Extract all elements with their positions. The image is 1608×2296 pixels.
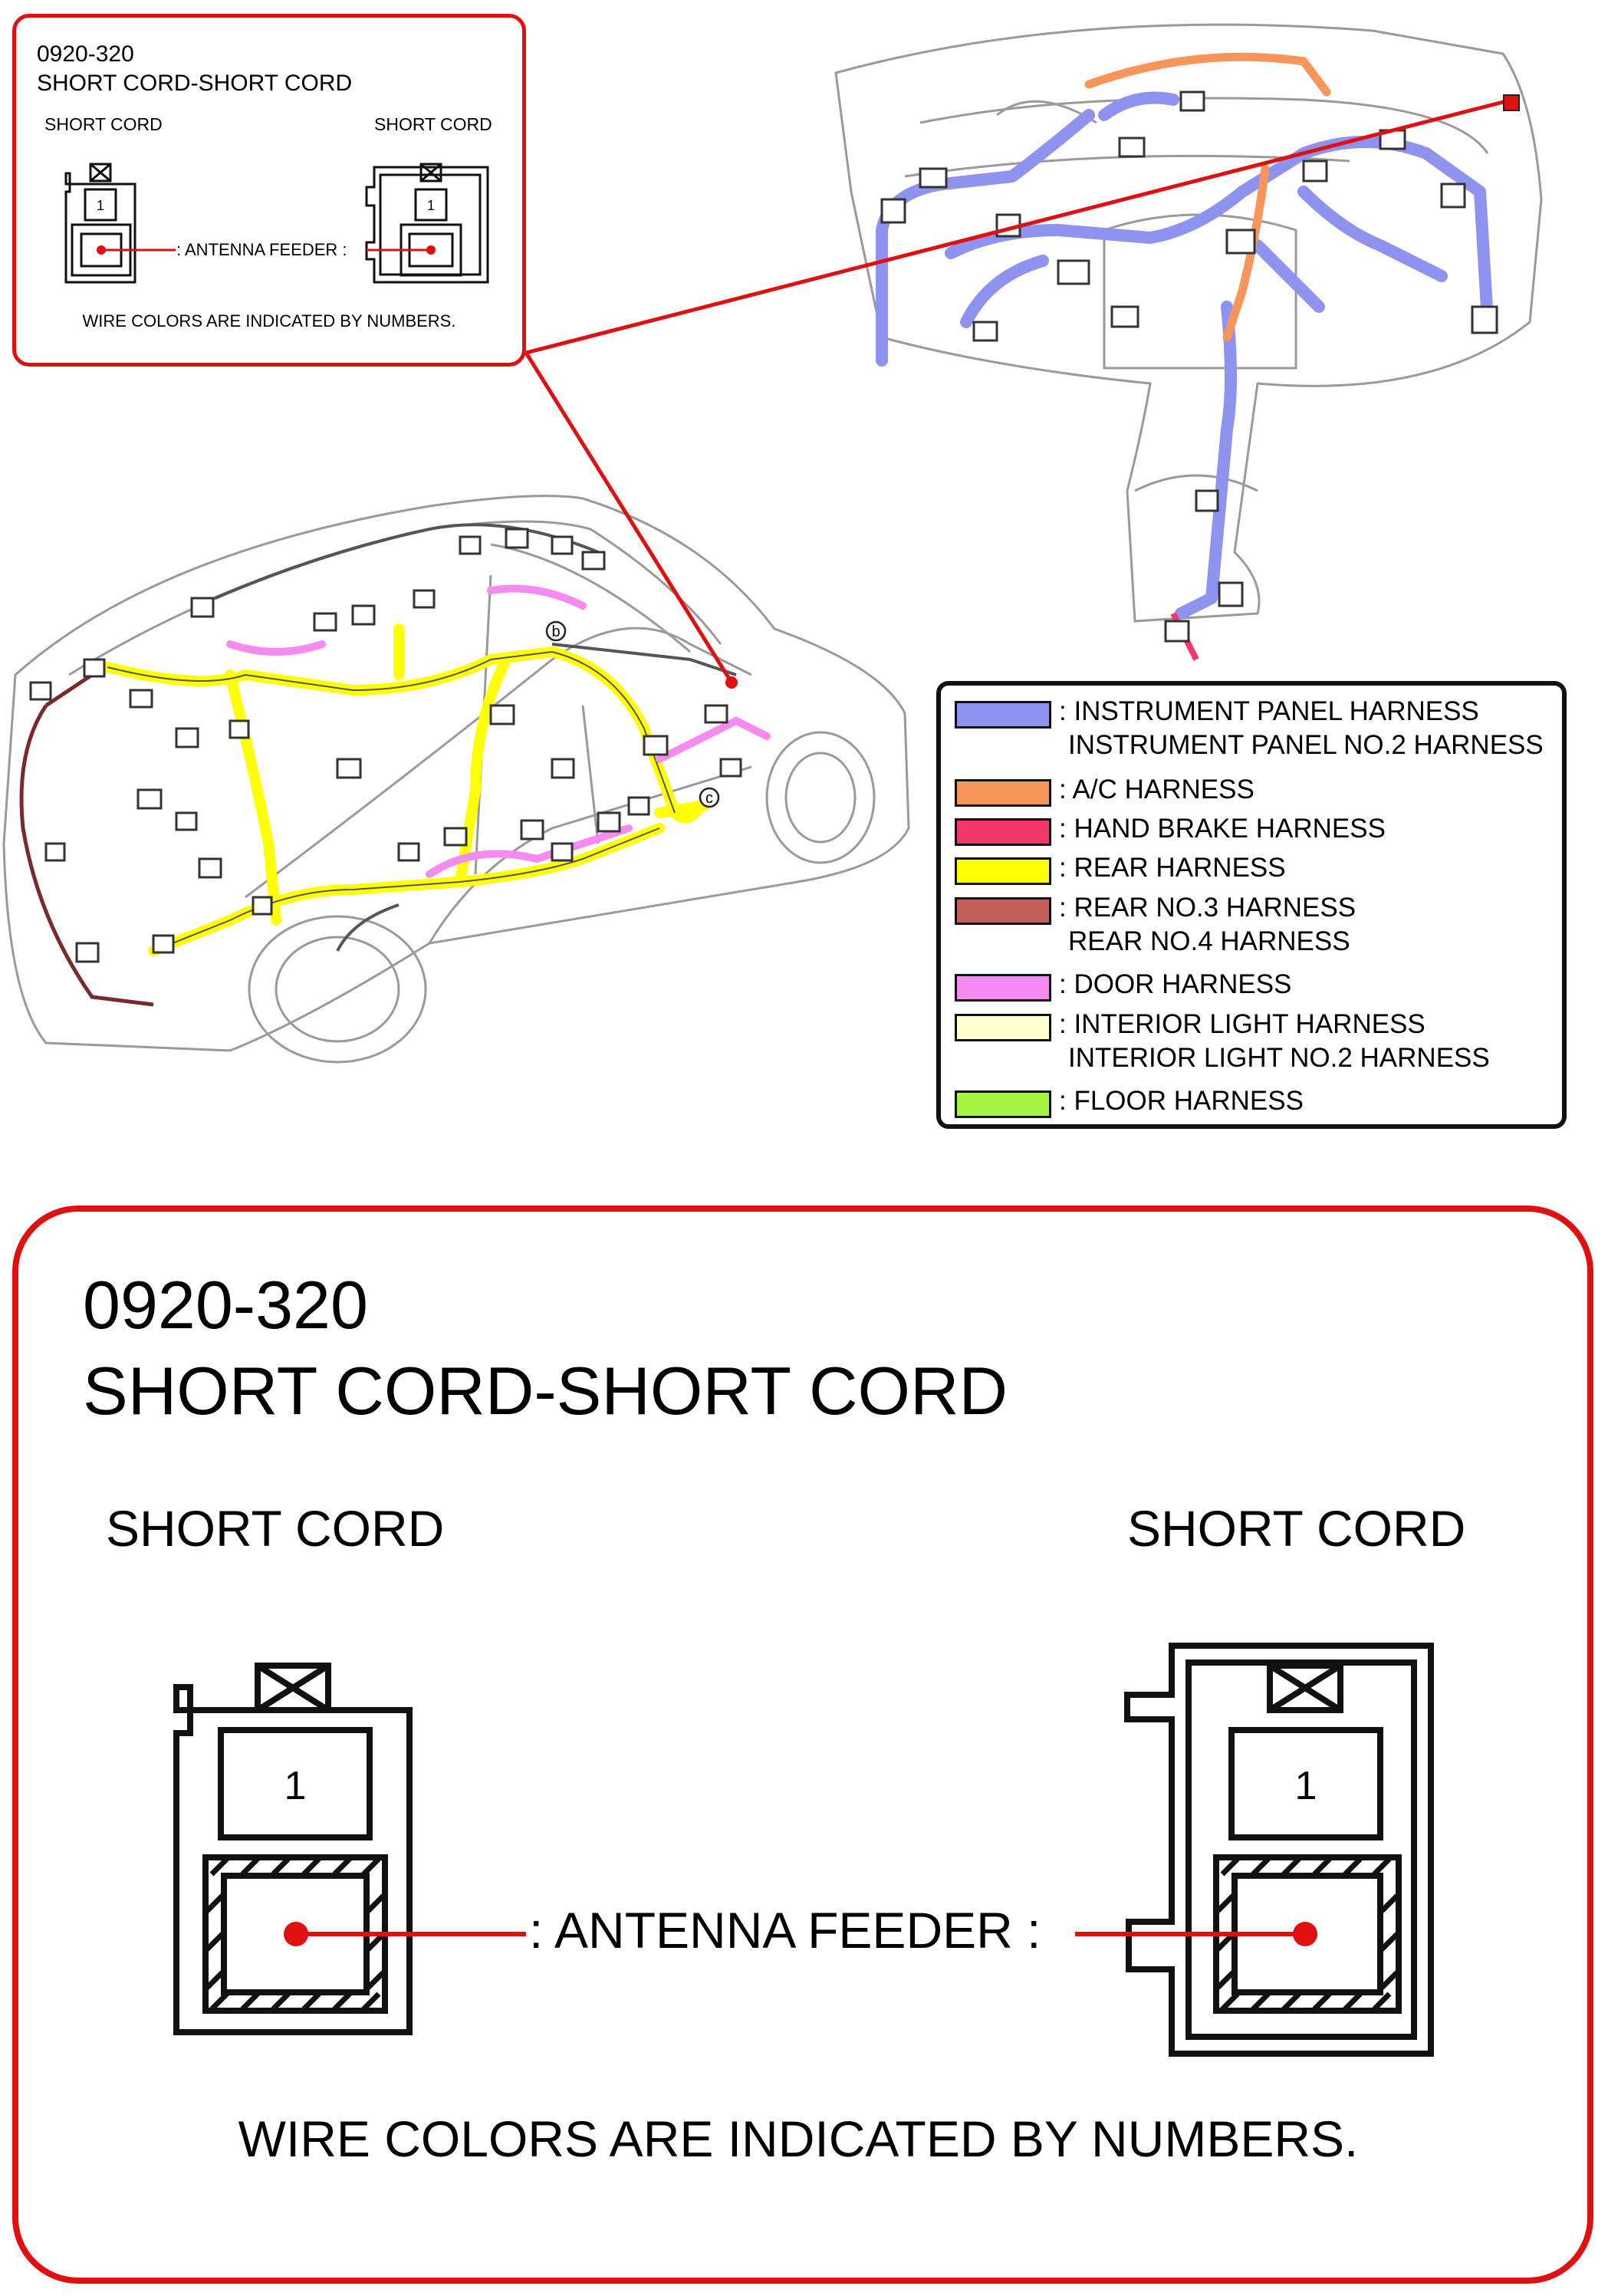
door-harness-wires: [226, 584, 771, 878]
legend-swatch: [955, 897, 1051, 925]
legend-label: INTERIOR LIGHT NO.2 HARNESS: [1068, 1043, 1490, 1073]
harness-color-legend: : INSTRUMENT PANEL HARNESS INSTRUMENT PA…: [936, 681, 1567, 1129]
legend-swatch: [955, 974, 1051, 1002]
pin-number-right: 1: [1295, 1764, 1317, 1808]
legend-item-door: : DOOR HARNESS: [955, 968, 1291, 1002]
legend-label: : HAND BRAKE HARNESS: [1059, 814, 1386, 844]
legend-swatch: [955, 1090, 1051, 1118]
wire-color-note: WIRE COLORS ARE INDICATED BY NUMBERS.: [238, 2110, 1359, 2167]
dashboard-outline: [834, 23, 1543, 623]
legend-item-instrument-panel: : INSTRUMENT PANEL HARNESS INSTRUMENT PA…: [955, 695, 1544, 762]
callout-marker-car: [725, 676, 738, 689]
right-connector-label-small: SHORT CORD: [374, 114, 492, 134]
left-connector: [173, 1663, 413, 2035]
left-connector-hatch: [205, 1857, 386, 2011]
pin-number-right-small: 1: [427, 198, 435, 213]
wire-color-note-small: WIRE COLORS ARE INDICATED BY NUMBERS.: [83, 311, 456, 331]
legend-item-hand-brake: : HAND BRAKE HARNESS: [955, 812, 1386, 846]
legend-swatch: [955, 857, 1051, 885]
legend-swatch: [955, 779, 1051, 807]
right-connector-hatch: [1215, 1857, 1399, 2011]
rear-harness-wires: [102, 623, 711, 956]
signal-label: : ANTENNA FEEDER :: [529, 1902, 1041, 1959]
legend-item-ac: : A/C HARNESS: [955, 773, 1255, 807]
connector-detail-large: [12, 1206, 1593, 2284]
legend-label: : INSTRUMENT PANEL HARNESS: [1059, 696, 1479, 726]
legend-label: : REAR NO.3 HARNESS: [1059, 893, 1356, 923]
legend-label: : FLOOR HARNESS: [1059, 1086, 1304, 1116]
left-connector-small: [64, 163, 136, 284]
left-terminal-dot: [284, 1922, 308, 1946]
legend-item-interior-light: : INTERIOR LIGHT HARNESS INTERIOR LIGHT …: [955, 1008, 1490, 1075]
legend-label: : A/C HARNESS: [1059, 775, 1255, 804]
right-connector-label: SHORT CORD: [1127, 1500, 1465, 1557]
callout-c-label: c: [705, 790, 713, 807]
connector-callout-small-drawing: 0920-320 SHORT CORD-SHORT CORD SHORT COR…: [37, 41, 492, 331]
connector-detail-large-drawing: 0920-320 SHORT CORD-SHORT CORD SHORT COR…: [83, 1267, 1465, 2167]
left-connector-label: SHORT CORD: [106, 1500, 444, 1557]
instrument-panel-harness-wires: [876, 91, 1494, 620]
pin-number-left-small: 1: [97, 198, 104, 213]
connector-code: 0920-320: [83, 1267, 368, 1343]
signal-label-small: : ANTENNA FEEDER :: [176, 240, 347, 259]
callout-b: b: [545, 620, 567, 642]
rear-no3-harness-wires: [19, 673, 154, 1007]
legend-item-rear-no3: : REAR NO.3 HARNESS REAR NO.4 HARNESS: [955, 891, 1356, 959]
callout-b-label: b: [551, 623, 560, 640]
legend-item-rear: : REAR HARNESS: [955, 851, 1286, 885]
legend-label: INSTRUMENT PANEL NO.2 HARNESS: [1068, 730, 1544, 760]
legend-label: : DOOR HARNESS: [1059, 969, 1292, 999]
car-body-outline: [2, 495, 910, 1064]
right-connector: [1124, 1643, 1434, 2057]
dashboard-connectors: [880, 90, 1498, 643]
callout-c: c: [699, 787, 720, 808]
left-connector-label-small: SHORT CORD: [44, 114, 163, 134]
pin-number-left: 1: [284, 1764, 307, 1808]
car-connectors: [29, 528, 742, 963]
legend-swatch: [955, 1014, 1051, 1041]
harness-illustration: b c: [2, 23, 1543, 1064]
interior-light-harness-wires: [214, 523, 737, 952]
legend-swatch: [955, 701, 1051, 729]
connector-title: SHORT CORD-SHORT CORD: [83, 1353, 1008, 1429]
red-callout-lines: [524, 97, 1513, 684]
legend-label: : REAR HARNESS: [1059, 853, 1286, 883]
legend-label: REAR NO.4 HARNESS: [1068, 926, 1350, 956]
connector-code-small: 0920-320: [37, 41, 134, 67]
right-terminal-dot: [1293, 1922, 1317, 1946]
legend-label: : INTERIOR LIGHT HARNESS: [1059, 1009, 1425, 1039]
legend-item-floor: : FLOOR HARNESS: [955, 1084, 1304, 1118]
right-connector-small: [365, 163, 489, 284]
legend-swatch: [955, 818, 1051, 846]
callout-marker-dashboard: [1503, 94, 1520, 111]
connector-title-small: SHORT CORD-SHORT CORD: [37, 71, 352, 96]
